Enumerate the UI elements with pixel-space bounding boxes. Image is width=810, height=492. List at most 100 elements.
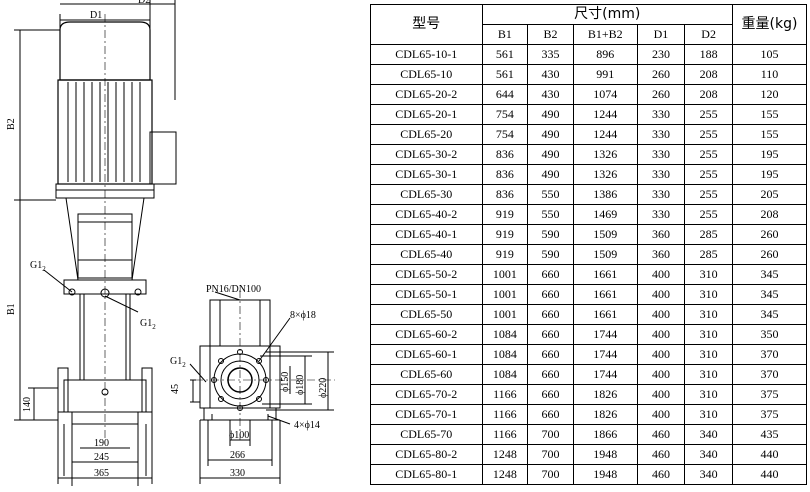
table-cell: 360: [636, 224, 686, 245]
table-cell: 330: [636, 124, 686, 145]
label-d150: ϕ150: [280, 372, 291, 392]
table-cell: 490: [527, 124, 574, 145]
cell-model: CDL65-30: [370, 184, 483, 205]
drawing-svg: D1 D2 B2 B1 140 190 245 365 G12 G12 PN16…: [6, 0, 335, 486]
table-cell: 1001: [481, 264, 529, 285]
table-cell: 400: [636, 304, 686, 325]
cell-model: CDL65-20-2: [370, 84, 483, 105]
label-g12-mid: G12: [140, 318, 156, 331]
table-cell: 285: [684, 244, 733, 265]
table-cell: 1509: [572, 224, 638, 245]
cell-model: CDL65-40-1: [370, 224, 483, 245]
cell-model: CDL65-80-2: [370, 444, 483, 465]
table-cell: 919: [481, 204, 529, 225]
table-cell: 660: [527, 284, 574, 305]
header-weight: 重量(kg): [731, 4, 808, 45]
label-g12-left: G12: [30, 260, 46, 273]
table-cell: 335: [527, 44, 574, 65]
label-pn: PN16/DN100: [206, 284, 261, 295]
table-cell: 360: [636, 244, 686, 265]
table-cell: 991: [572, 64, 638, 85]
table-cell: 1166: [481, 384, 529, 405]
table-cell: 561: [481, 44, 529, 65]
table-cell: 836: [481, 144, 529, 165]
table-cell: 400: [636, 364, 686, 385]
table-cell: 919: [481, 224, 529, 245]
table-cell: 400: [636, 344, 686, 365]
table-cell: 754: [481, 104, 529, 125]
table-cell: 1661: [572, 264, 638, 285]
table-cell: 550: [527, 184, 574, 205]
table-cell: 660: [527, 364, 574, 385]
table-cell: 310: [684, 284, 733, 305]
cell-model: CDL65-30-1: [370, 164, 483, 185]
table-cell: 310: [684, 364, 733, 385]
table-cell: 561: [481, 64, 529, 85]
table-cell: 260: [731, 244, 808, 265]
table-cell: 1866: [572, 424, 638, 445]
table-cell: 208: [684, 64, 733, 85]
table-cell: 836: [481, 164, 529, 185]
table-cell: 660: [527, 324, 574, 345]
table-cell: 370: [731, 344, 808, 365]
header-b1: B1: [481, 24, 529, 45]
table-cell: 155: [731, 124, 808, 145]
table-cell: 105: [731, 44, 808, 65]
header-row-2: B1 B2 B1+B2 D1 D2: [371, 24, 807, 45]
cell-model: CDL65-80-1: [370, 464, 483, 485]
table-cell: 340: [684, 464, 733, 485]
table-cell: 1084: [481, 324, 529, 345]
label-d2: D2: [138, 0, 150, 6]
table-cell: 1509: [572, 244, 638, 265]
cell-model: CDL65-20: [370, 124, 483, 145]
table-cell: 255: [684, 164, 733, 185]
table-cell: 310: [684, 304, 733, 325]
table-cell: 340: [684, 444, 733, 465]
table-cell: 370: [731, 364, 808, 385]
table-cell: 590: [527, 224, 574, 245]
table-cell: 1248: [481, 444, 529, 465]
table-cell: 1948: [572, 464, 638, 485]
label-245: 245: [94, 452, 109, 463]
table-cell: 260: [731, 224, 808, 245]
table-cell: 1166: [481, 404, 529, 425]
table-cell: 490: [527, 164, 574, 185]
table-cell: 340: [684, 424, 733, 445]
header-b1b2: B1+B2: [572, 24, 638, 45]
table-cell: 440: [731, 464, 808, 485]
table-cell: 330: [636, 164, 686, 185]
table-cell: 1074: [572, 84, 638, 105]
table-cell: 345: [731, 264, 808, 285]
table-cell: 1326: [572, 164, 638, 185]
table-cell: 255: [684, 184, 733, 205]
label-d220: ϕ220: [318, 378, 329, 398]
header-size: 尺寸(mm): [481, 4, 733, 25]
cell-model: CDL65-50: [370, 304, 483, 325]
label-140: 140: [22, 397, 33, 412]
table-cell: 440: [731, 444, 808, 465]
table-cell: 310: [684, 404, 733, 425]
table-cell: 310: [684, 344, 733, 365]
table-cell: 120: [731, 84, 808, 105]
table-cell: 460: [636, 424, 686, 445]
table-cell: 1326: [572, 144, 638, 165]
table-cell: 700: [527, 444, 574, 465]
table-cell: 345: [731, 284, 808, 305]
table-cell: 330: [636, 144, 686, 165]
cell-model: CDL65-60-2: [370, 324, 483, 345]
table-cell: 400: [636, 384, 686, 405]
table-cell: 375: [731, 404, 808, 425]
table-cell: 836: [481, 184, 529, 205]
